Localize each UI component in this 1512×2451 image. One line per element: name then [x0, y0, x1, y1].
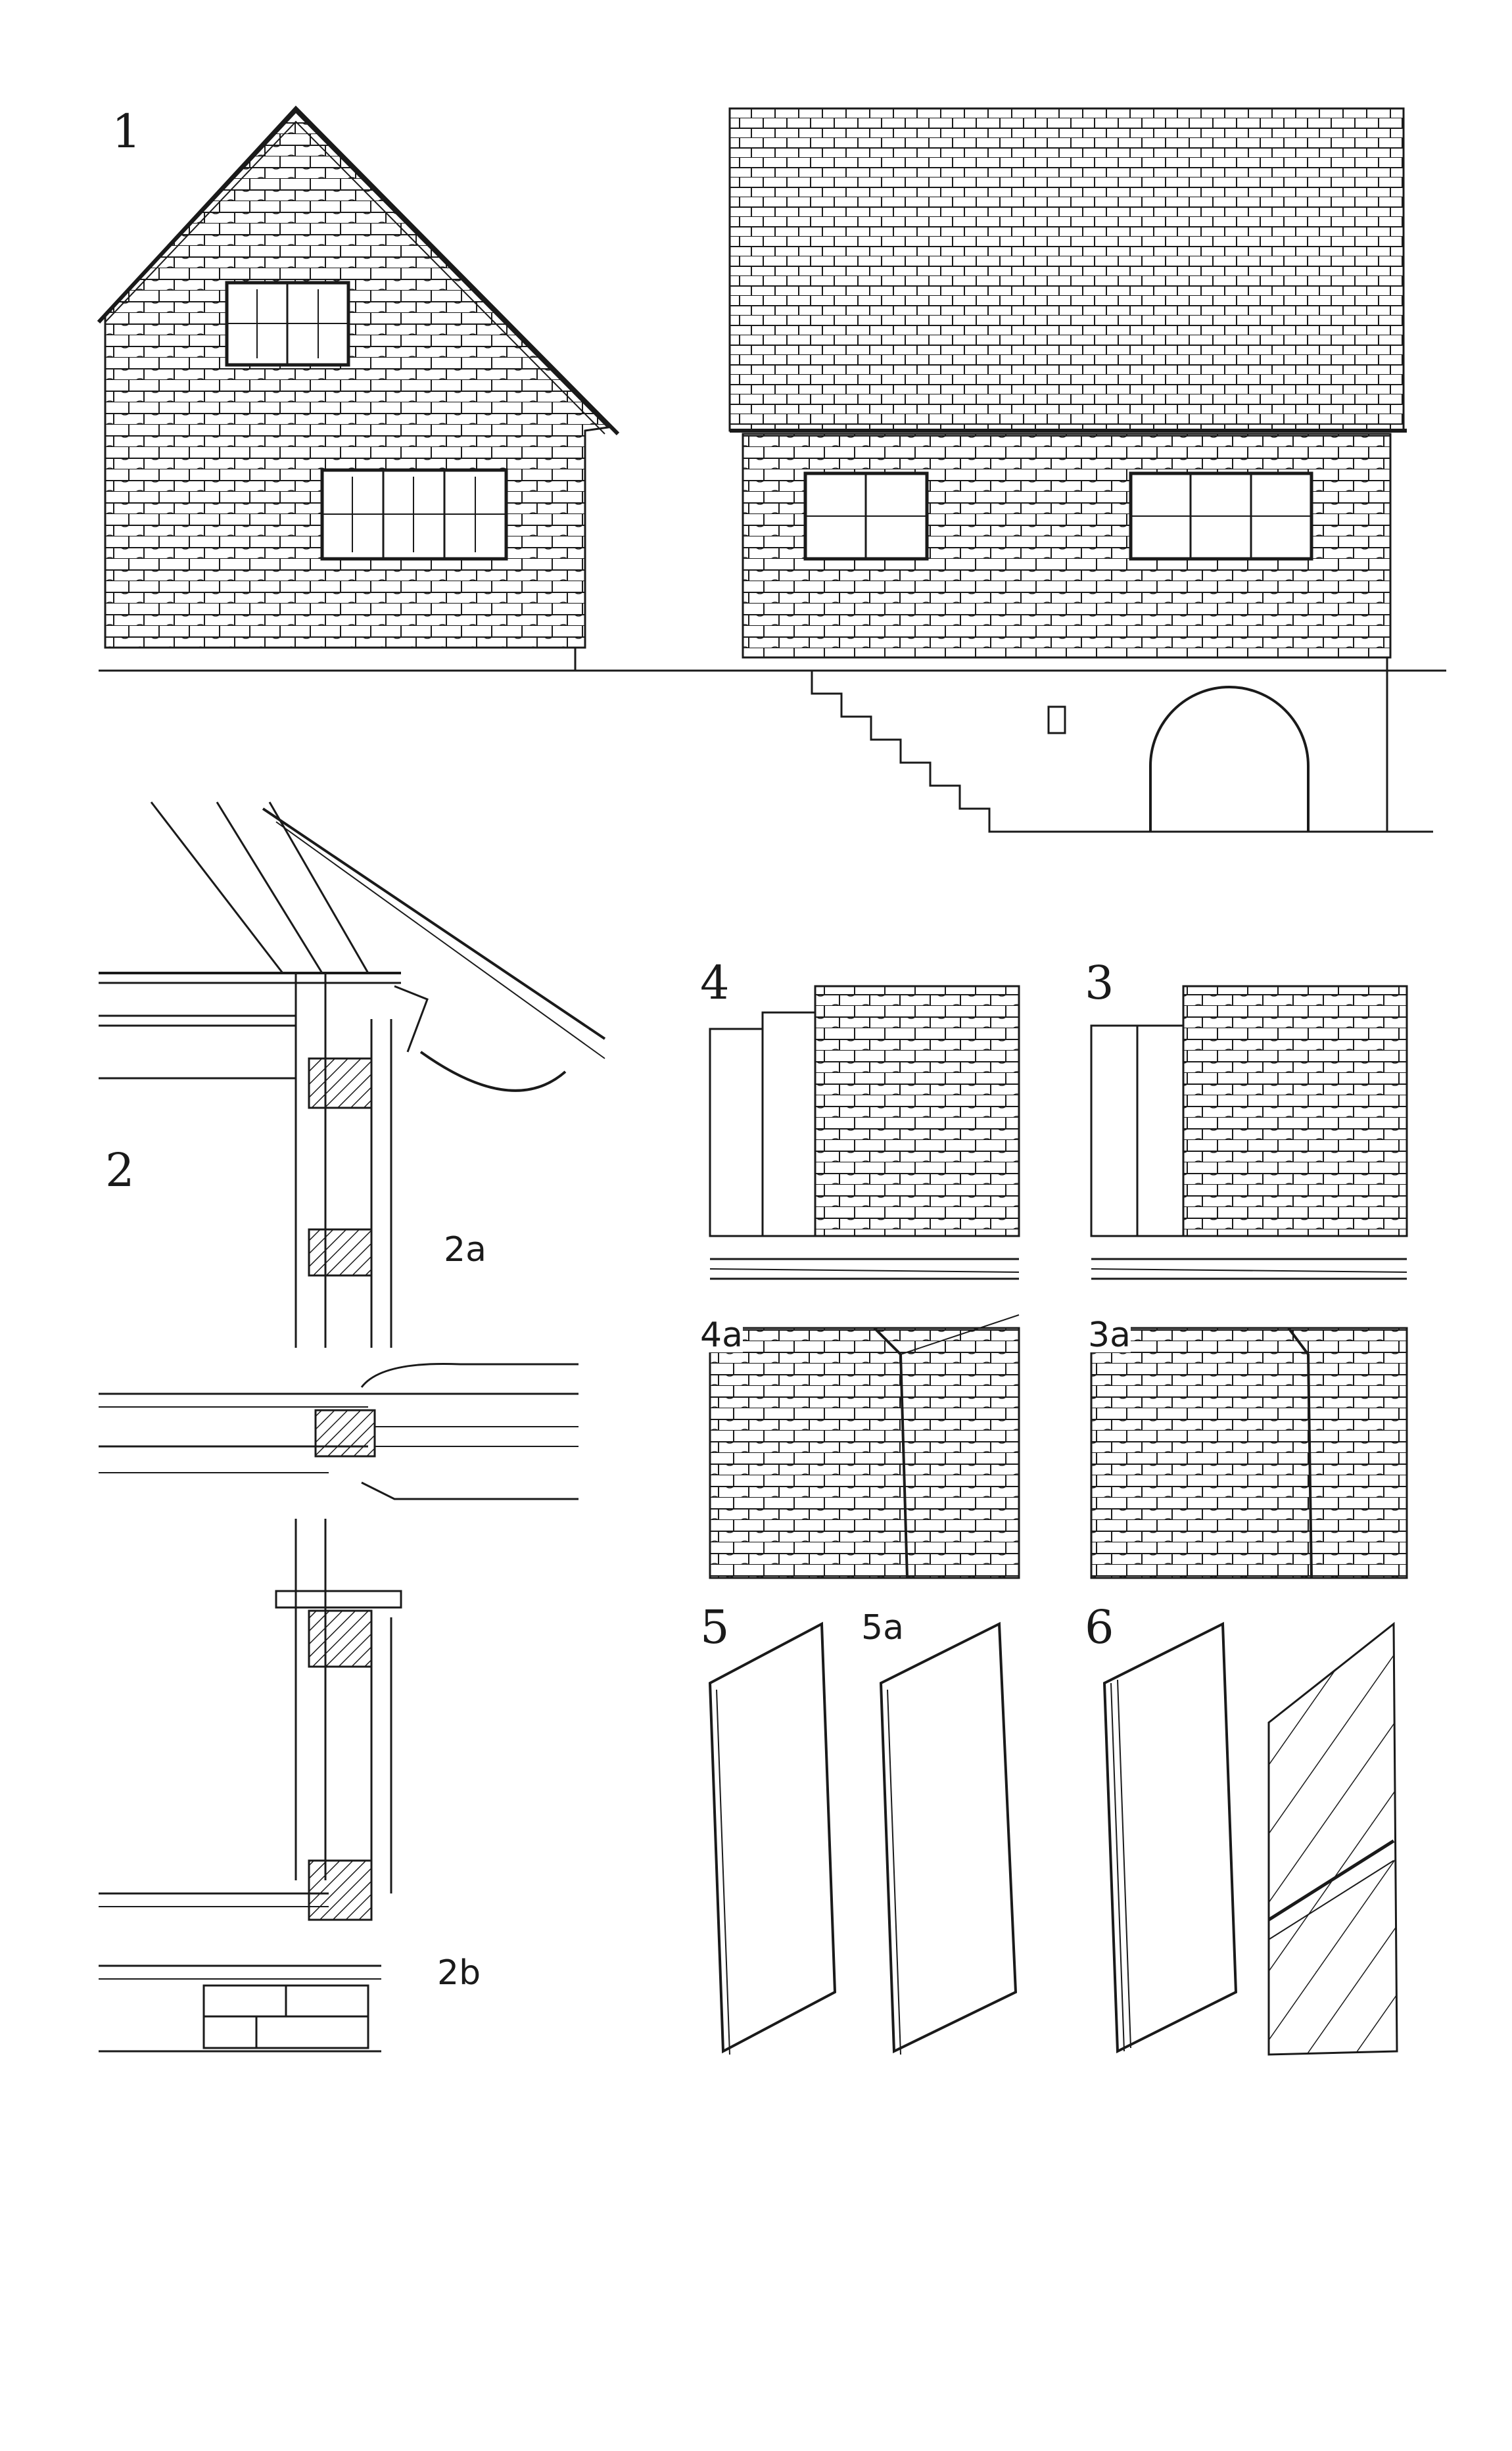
figure-label-3a: 3a	[1088, 1316, 1131, 1355]
figure-label-3: 3	[1085, 956, 1114, 1010]
figure-label-2b: 2b	[437, 1953, 481, 1993]
figure-2b-sill-section	[99, 1519, 402, 2053]
figure-label-1: 1	[112, 105, 141, 158]
figure-label-5a: 5a	[861, 1608, 904, 1648]
figure-label-4: 4	[700, 956, 730, 1010]
figure-3a-inner-corner	[1090, 1327, 1408, 1579]
figure-6-split-shingle	[1102, 1621, 1238, 2054]
figure-3-narrow-shingle-corner	[1090, 985, 1408, 1280]
figure-2a-eaves-section	[99, 801, 606, 1348]
figure-label-5: 5	[700, 1600, 730, 1654]
figure-label-6: 6	[1085, 1600, 1114, 1654]
figure-1-eaves-elevation	[664, 107, 1446, 833]
figure-label-2a: 2a	[444, 1230, 486, 1270]
figure-label-2: 2	[105, 1143, 135, 1197]
figure-6-shingle-surface	[1267, 1621, 1398, 2056]
figure-4-wide-shingle-corner	[709, 985, 1020, 1280]
figure-5a-single-shingle	[879, 1621, 1018, 2055]
figure-5-single-shingle	[708, 1621, 837, 2055]
figure-1-gable-elevation	[97, 105, 677, 672]
figure-label-4a: 4a	[700, 1316, 743, 1355]
figure-4a-inner-corner	[709, 1314, 1020, 1579]
figure-2-floor-section	[99, 1362, 579, 1500]
